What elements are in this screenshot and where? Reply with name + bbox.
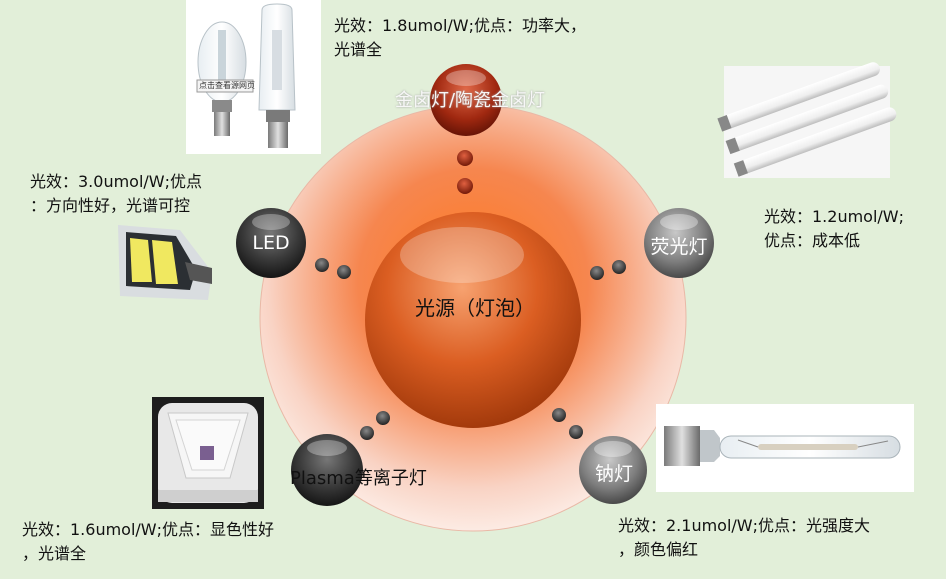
plasma-photo [152,397,264,509]
fluorescent-description: 光效：1.2umol/W; 优点：成本低 [764,207,905,250]
connector-dot [612,260,626,274]
connector-dot [457,178,473,194]
center-label: 光源（灯泡） [415,296,535,320]
metal-halide-description: 光效：1.8umol/W;优点：功率大， 光谱全 [334,16,587,59]
connector-dot [337,265,351,279]
node-fluorescent-sphere[interactable] [644,208,714,278]
connector-dot [315,258,329,272]
connector-dot [590,266,604,280]
connector-dot [552,408,566,422]
led-photo [118,225,212,300]
center-sphere [365,212,581,428]
node-sodium-label: 钠灯 [594,463,633,485]
led-description: 光效：3.0umol/W;优点 ：方向性好，光谱可控 [30,172,203,215]
node-metal-halide-sphere[interactable] [430,64,502,136]
plasma-description: 光效：1.6umol/W;优点：显色性好 ，光谱全 [22,520,275,563]
connector-dots [315,150,626,440]
connector-dot [457,150,473,166]
metal-halide-photo [186,0,321,154]
node-metal-halide-label: 金卤灯/陶瓷金卤灯 [394,90,546,111]
fluorescent-photo [717,62,897,178]
connector-dot [376,411,390,425]
center-sphere-highlight [400,227,524,283]
node-sodium-sphere[interactable] [579,436,647,504]
sodium-description: 光效：2.1umol/W;优点：光强度大 ，颜色偏红 [618,516,871,559]
node-plasma-sphere[interactable] [291,434,363,506]
node-led-sphere[interactable] [236,208,306,278]
connector-dot [569,425,583,439]
connector-dot [360,426,374,440]
node-led-label: LED [252,232,290,254]
sodium-photo [656,404,914,492]
photo-caption: 点击查看源网页 [199,81,255,90]
node-plasma-label: Plasma等离子灯 [290,468,427,489]
node-fluorescent-label: 荧光灯 [650,236,708,258]
